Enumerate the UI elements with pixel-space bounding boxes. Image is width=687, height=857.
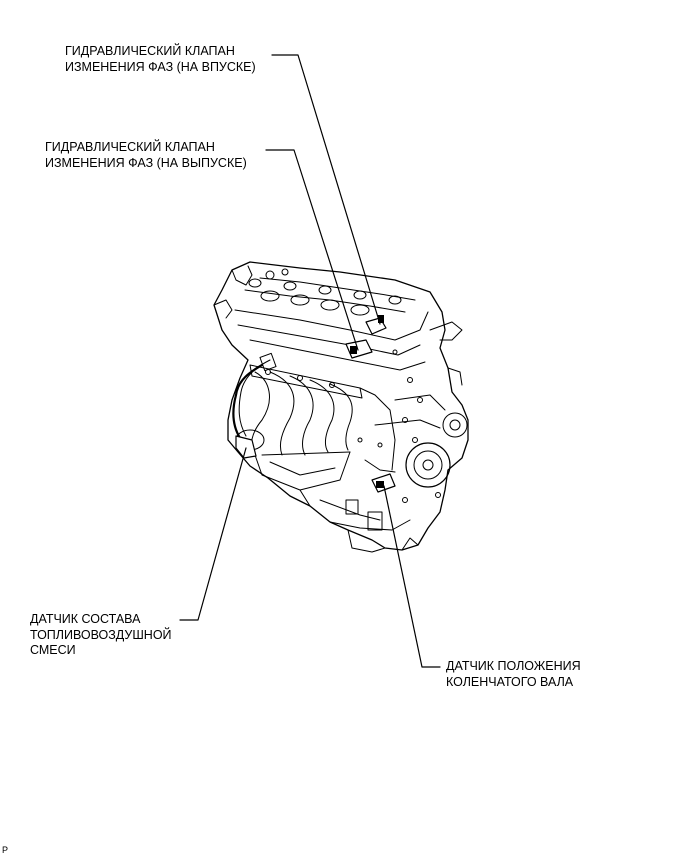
exhaust-ocv-label-line2: ИЗМЕНЕНИЯ ФАЗ (НА ВЫПУСКЕ) bbox=[45, 155, 247, 170]
figure-code: P bbox=[2, 845, 9, 855]
exhaust-ocv-label: ГИДРАВЛИЧЕСКИЙ КЛАПАН ИЗМЕНЕНИЯ ФАЗ (НА … bbox=[45, 140, 247, 171]
intake-ocv-label-line2: ИЗМЕНЕНИЯ ФАЗ (НА ВПУСКЕ) bbox=[65, 59, 256, 74]
engine-illustration bbox=[213, 261, 469, 553]
af-sensor-label-line3: СМЕСИ bbox=[30, 643, 76, 657]
ckp-sensor-label-line2: КОЛЕНЧАТОГО ВАЛА bbox=[446, 674, 574, 689]
leader-line-exhaust-ocv bbox=[265, 149, 359, 351]
leader-line-af-sensor bbox=[179, 447, 247, 621]
af-sensor-label: ДАТЧИК СОСТАВА ТОПЛИВОВОЗДУШНОЙ СМЕСИ bbox=[30, 612, 172, 659]
leader-line-ckp-sensor bbox=[383, 485, 441, 668]
ckp-sensor-label: ДАТЧИК ПОЛОЖЕНИЯ КОЛЕНЧАТОГО ВАЛА bbox=[446, 659, 581, 690]
intake-ocv-label-line1: ГИДРАВЛИЧЕСКИЙ КЛАПАН bbox=[65, 44, 235, 58]
exhaust-ocv-label-line1: ГИДРАВЛИЧЕСКИЙ КЛАПАН bbox=[45, 140, 215, 154]
intake-ocv-label: ГИДРАВЛИЧЕСКИЙ КЛАПАН ИЗМЕНЕНИЯ ФАЗ (НА … bbox=[65, 44, 256, 75]
af-sensor-label-line1: ДАТЧИК СОСТАВА bbox=[30, 612, 141, 626]
ckp-sensor-label-line1: ДАТЧИК ПОЛОЖЕНИЯ bbox=[446, 659, 581, 673]
leader-line-intake-ocv bbox=[271, 54, 381, 325]
af-sensor-label-line2: ТОПЛИВОВОЗДУШНОЙ bbox=[30, 627, 172, 642]
